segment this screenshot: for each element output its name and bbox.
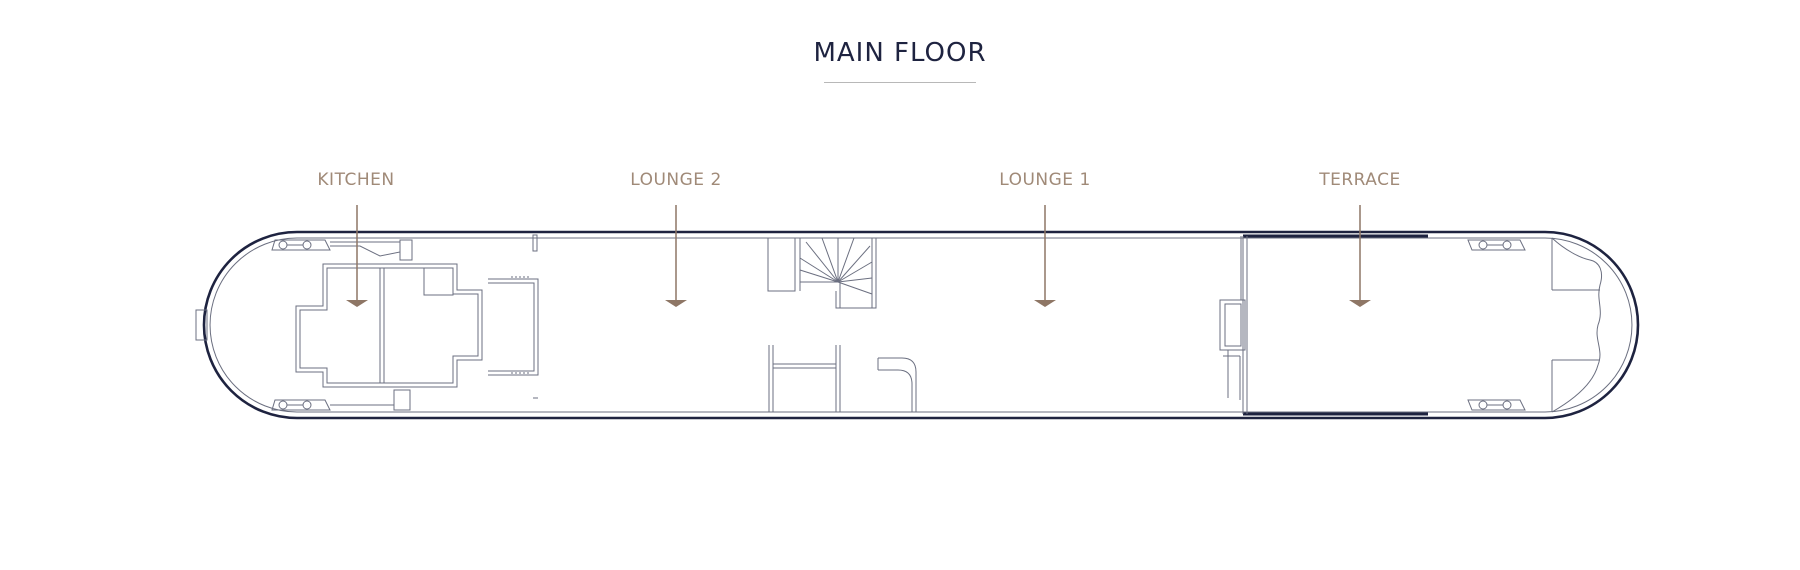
room-markers [346,205,1371,307]
marker-terrace [1349,205,1371,307]
room-label-kitchen: KITCHEN [317,170,395,190]
page-title: MAIN FLOOR [813,38,987,68]
room-label-terrace: TERRACE [1319,170,1401,190]
kitchen-island [295,263,483,388]
terrace-door [1219,236,1248,414]
marker-lounge-1 [1034,205,1056,307]
kitchen-cabinet [488,234,539,399]
staircase [767,237,877,309]
stern-deck [1467,237,1603,413]
room-label-lounge-2: LOUNGE 2 [630,170,722,190]
hull-outline [195,230,1640,420]
room-label-lounge-1: LOUNGE 1 [999,170,1091,190]
marker-kitchen [346,205,368,307]
lounge-2-shelf [768,345,917,412]
marker-lounge-2 [665,205,687,307]
bow-cleats [271,239,413,411]
title-underline [824,82,976,83]
